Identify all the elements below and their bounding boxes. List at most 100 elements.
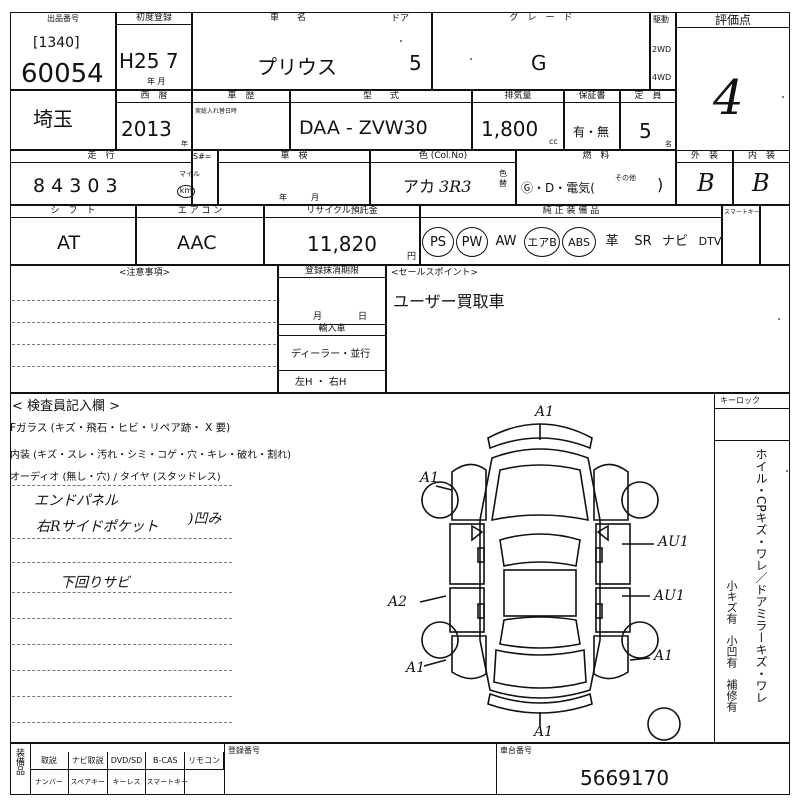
equipment-5: 革 <box>605 234 619 249</box>
displacement-box: 排気量 1,800 cc <box>472 90 564 150</box>
year-box: 西 暦 2013 年 <box>116 90 192 150</box>
mileage-label: 走 行 <box>11 151 191 163</box>
color-label: 色 (Col.No) <box>371 151 515 163</box>
ac-box: エ ア コ ン AAC <box>136 205 264 265</box>
inspector-box <box>10 393 790 743</box>
selling-point: ユーザー買取車 <box>393 292 505 311</box>
damage-mark-right-rear: A1 <box>654 648 674 664</box>
color-box: 色 (Col.No) アカ 3R3 色替 <box>370 150 516 205</box>
drive-label: 駆動 <box>653 15 669 24</box>
rule-line <box>12 344 276 345</box>
rule-line <box>12 322 276 323</box>
footer-bottom-item-2: キーレス <box>108 770 147 794</box>
footer-divider <box>496 743 497 795</box>
grade-label: グ レ ー ド <box>509 13 573 23</box>
chassis-number: 5669170 <box>580 766 670 790</box>
first-reg-value: H25 7 <box>119 49 179 73</box>
interior-box: 内 装 B <box>733 150 790 205</box>
smartkey-label: スマートキー <box>724 209 760 216</box>
first-reg-box: 初度登録 H25 7 年 月 <box>116 12 192 90</box>
inspection-units: 年 月 <box>279 193 319 202</box>
speckle <box>470 58 472 60</box>
key-lock-line <box>714 408 790 409</box>
reg-expiry-label: 登録抹消期限 <box>279 266 385 278</box>
mileage-km: km <box>177 185 195 198</box>
equipment-2: AW <box>495 234 517 249</box>
footer-top-item-1: ナビ取説 <box>69 752 108 769</box>
rule-line <box>12 592 232 593</box>
divider <box>279 324 385 325</box>
sflag-box: S#= <box>192 150 218 205</box>
capacity-unit: 名 <box>665 140 672 148</box>
rule-line <box>12 538 232 539</box>
steering: 左H ・ 右H <box>295 377 347 388</box>
rule-line <box>12 300 276 301</box>
damage-mark-rear: A1 <box>534 724 554 740</box>
rule-line <box>12 696 232 697</box>
grade-box: グ レ ー ド G <box>432 12 650 90</box>
exterior: B <box>697 169 715 197</box>
key-lock-divider <box>714 393 715 743</box>
equipment-box: 純 正 装 備 品 <box>420 205 722 265</box>
rule-line <box>12 562 232 563</box>
drive-4wd: 4WD <box>652 73 672 82</box>
footer-top-item-0: 取説 <box>30 752 69 769</box>
history-box: 車 歴 実総入れ替日時 <box>192 90 290 150</box>
speckle <box>400 40 402 42</box>
sflag-label: S#= <box>193 152 212 161</box>
footer-top-item-4: リモコン <box>185 752 224 769</box>
lot-number: 60054 <box>21 59 104 89</box>
key-lock-line2 <box>714 440 790 441</box>
score-label: 評価点 <box>677 13 789 28</box>
inspection-label: 車 検 <box>219 151 369 163</box>
color-side: 色替 <box>499 169 507 188</box>
equipment-0: PS <box>422 227 454 257</box>
year: 2013 <box>121 117 172 141</box>
mileage: 8 4 3 0 3 <box>33 175 118 197</box>
chassis-label: 車台番号 <box>500 746 532 755</box>
doors-label: ドア <box>391 14 410 24</box>
import-label: 輸入車 <box>279 324 385 336</box>
fuel-other: その他 <box>615 174 636 182</box>
history-sub: 実総入れ替日時 <box>195 108 238 115</box>
right-notes: 小キズ有 小凹有 補修有 <box>725 580 738 712</box>
footer-divider <box>224 743 225 795</box>
footer-box <box>10 743 790 795</box>
damage-mark-right-front-door: AU1 <box>658 534 689 550</box>
caution-label: <注意事項> <box>119 268 171 278</box>
equipment-1: PW <box>456 227 488 257</box>
score-box: 評価点 <box>676 12 790 90</box>
damage-mark-right-rear-door: AU1 <box>654 588 685 604</box>
equipment-4: ABS <box>562 227 596 257</box>
rule-line <box>12 670 232 671</box>
damage-mark-front: A1 <box>535 404 555 420</box>
shift-box: シ フ ト AT <box>10 205 136 265</box>
dtv-box: スマートキー <box>722 205 760 265</box>
lot-prefix: [1340] <box>33 35 80 51</box>
damage-mark-left-side: A2 <box>388 594 408 610</box>
reg-expiry-box: 登録抹消期限 月 日 輸入車 ディーラー・並行 左H ・ 右H <box>278 265 386 393</box>
displacement: 1,800 <box>481 117 539 141</box>
inspector-title: < 検査員記入欄 > <box>12 399 121 414</box>
footer-bottom-item-1: スペアキー <box>69 770 108 794</box>
doors: 5 <box>409 51 422 75</box>
fuel-options: Ⓖ・D・電気( <box>521 181 595 195</box>
score-area: 4 <box>676 70 790 150</box>
fuel-label: 燃 料 <box>582 151 610 161</box>
first-reg-label: 初度登録 <box>117 13 191 25</box>
capacity-box: 定 員 5 名 <box>620 90 676 150</box>
reg-number-label: 登録番号 <box>228 746 260 755</box>
key-lock-label: キーロック <box>720 396 760 405</box>
shift-label: シ フ ト <box>11 206 135 218</box>
footer-label-vertical: 装備品 <box>14 748 24 775</box>
rule-line <box>12 618 232 619</box>
interior: B <box>752 169 770 197</box>
inspector-line3: オーディオ (無し・穴) / タイヤ (スタッドレス) <box>10 472 221 483</box>
model-label: 型 式 <box>291 91 471 103</box>
inspector-line1: Fガラス (キズ・飛石・ヒビ・リペア跡・ X 要) <box>10 422 231 434</box>
caution-box: <注意事項> <box>10 265 278 393</box>
fuel-close-paren: ) <box>657 175 664 194</box>
score: 4 <box>713 70 744 126</box>
footer-bottom-item-0: ナンバー <box>30 770 69 794</box>
